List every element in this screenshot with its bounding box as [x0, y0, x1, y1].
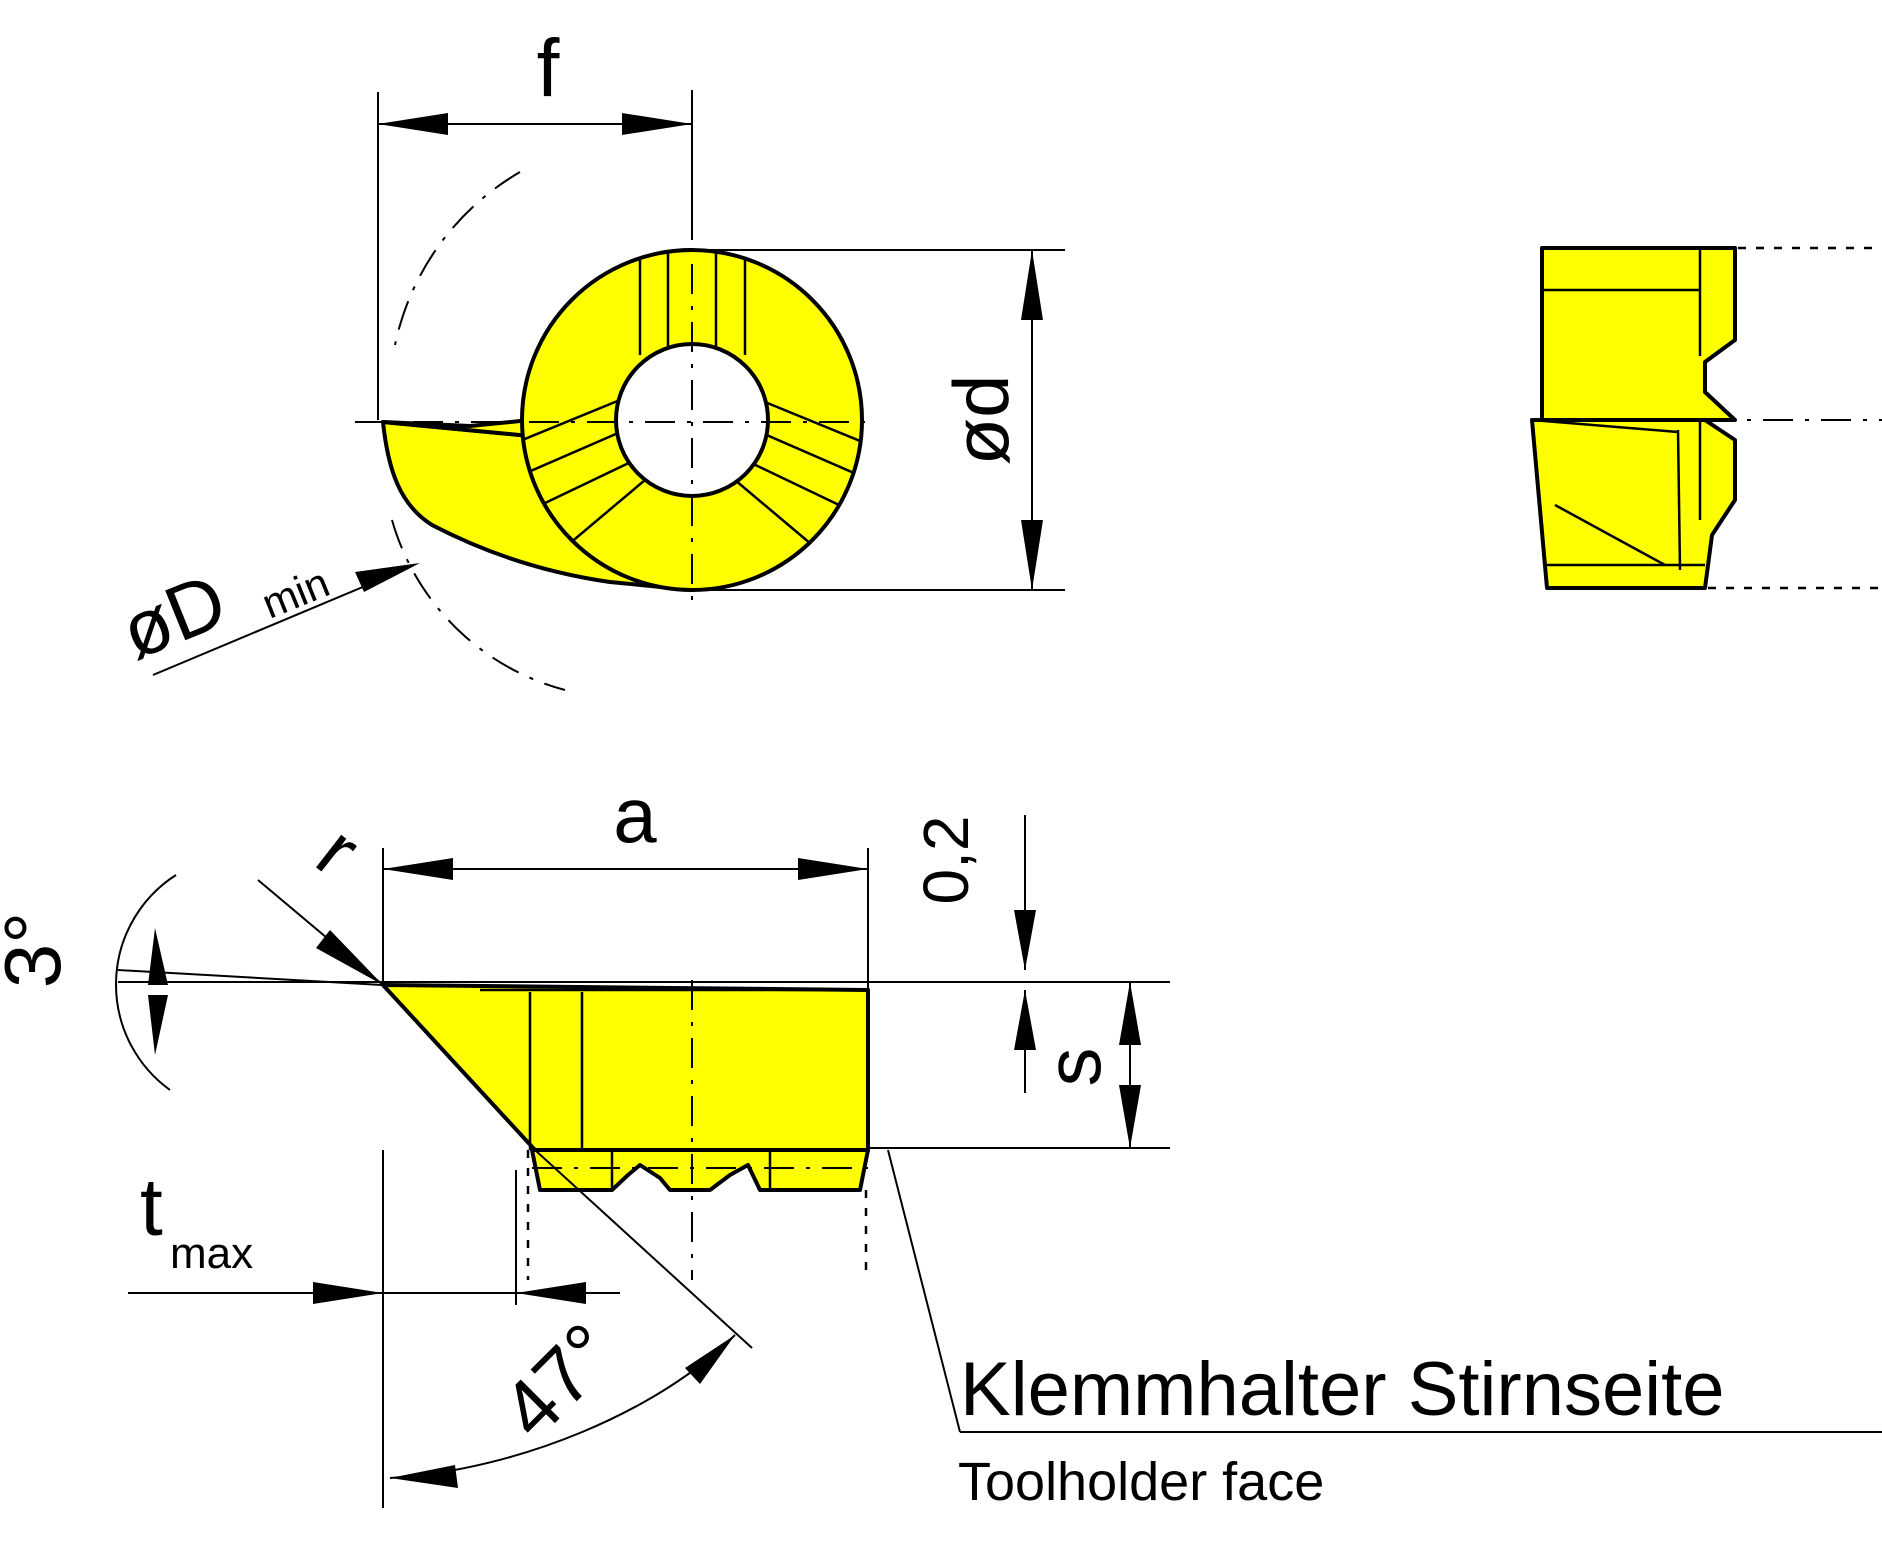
label-3deg: 3° [0, 912, 77, 988]
min-bore-phantom-arc [394, 171, 521, 346]
side-view [1530, 246, 1882, 590]
front-teeth [530, 1148, 870, 1192]
label-47deg: 47° [484, 1306, 632, 1454]
label-offset: 0,2 [910, 816, 982, 905]
label-dmin-symbol: øD [109, 556, 238, 677]
label-s: s [1029, 1048, 1117, 1087]
label-a: a [613, 771, 657, 859]
label-face-de: Klemmhalter Stirnseite [960, 1347, 1725, 1432]
label-f: f [537, 23, 560, 114]
label-d: ød [937, 374, 1025, 465]
label-dmin: øD min [109, 556, 336, 677]
front-view [115, 815, 1882, 1508]
side-body-lower [1530, 418, 1737, 590]
side-body-upper [1540, 246, 1737, 422]
min-bore-phantom-arc-lower [391, 519, 566, 691]
label-face-en: Toolholder face [958, 1452, 1324, 1512]
label-t-subscript: max [170, 1229, 253, 1278]
front-body [381, 983, 870, 1152]
top-view [152, 90, 1065, 691]
chip-grooves [522, 250, 862, 561]
label-r: r [301, 808, 376, 893]
label-dmin-subscript: min [255, 559, 335, 628]
label-t: t [140, 1162, 163, 1253]
